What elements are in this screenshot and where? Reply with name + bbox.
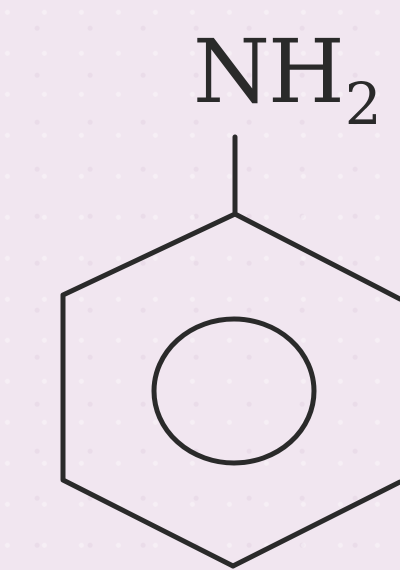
benzene-ring-left-edges — [60, 211, 238, 569]
benzene-ring-right-edges — [232, 211, 400, 302]
nh-text: NH — [193, 20, 345, 123]
aromatic-ring-circle — [151, 316, 317, 466]
subscript-two: 2 — [344, 70, 382, 138]
amino-group-label: NH2 — [193, 28, 382, 134]
benzene-ring-lower-right-edge — [230, 479, 400, 569]
